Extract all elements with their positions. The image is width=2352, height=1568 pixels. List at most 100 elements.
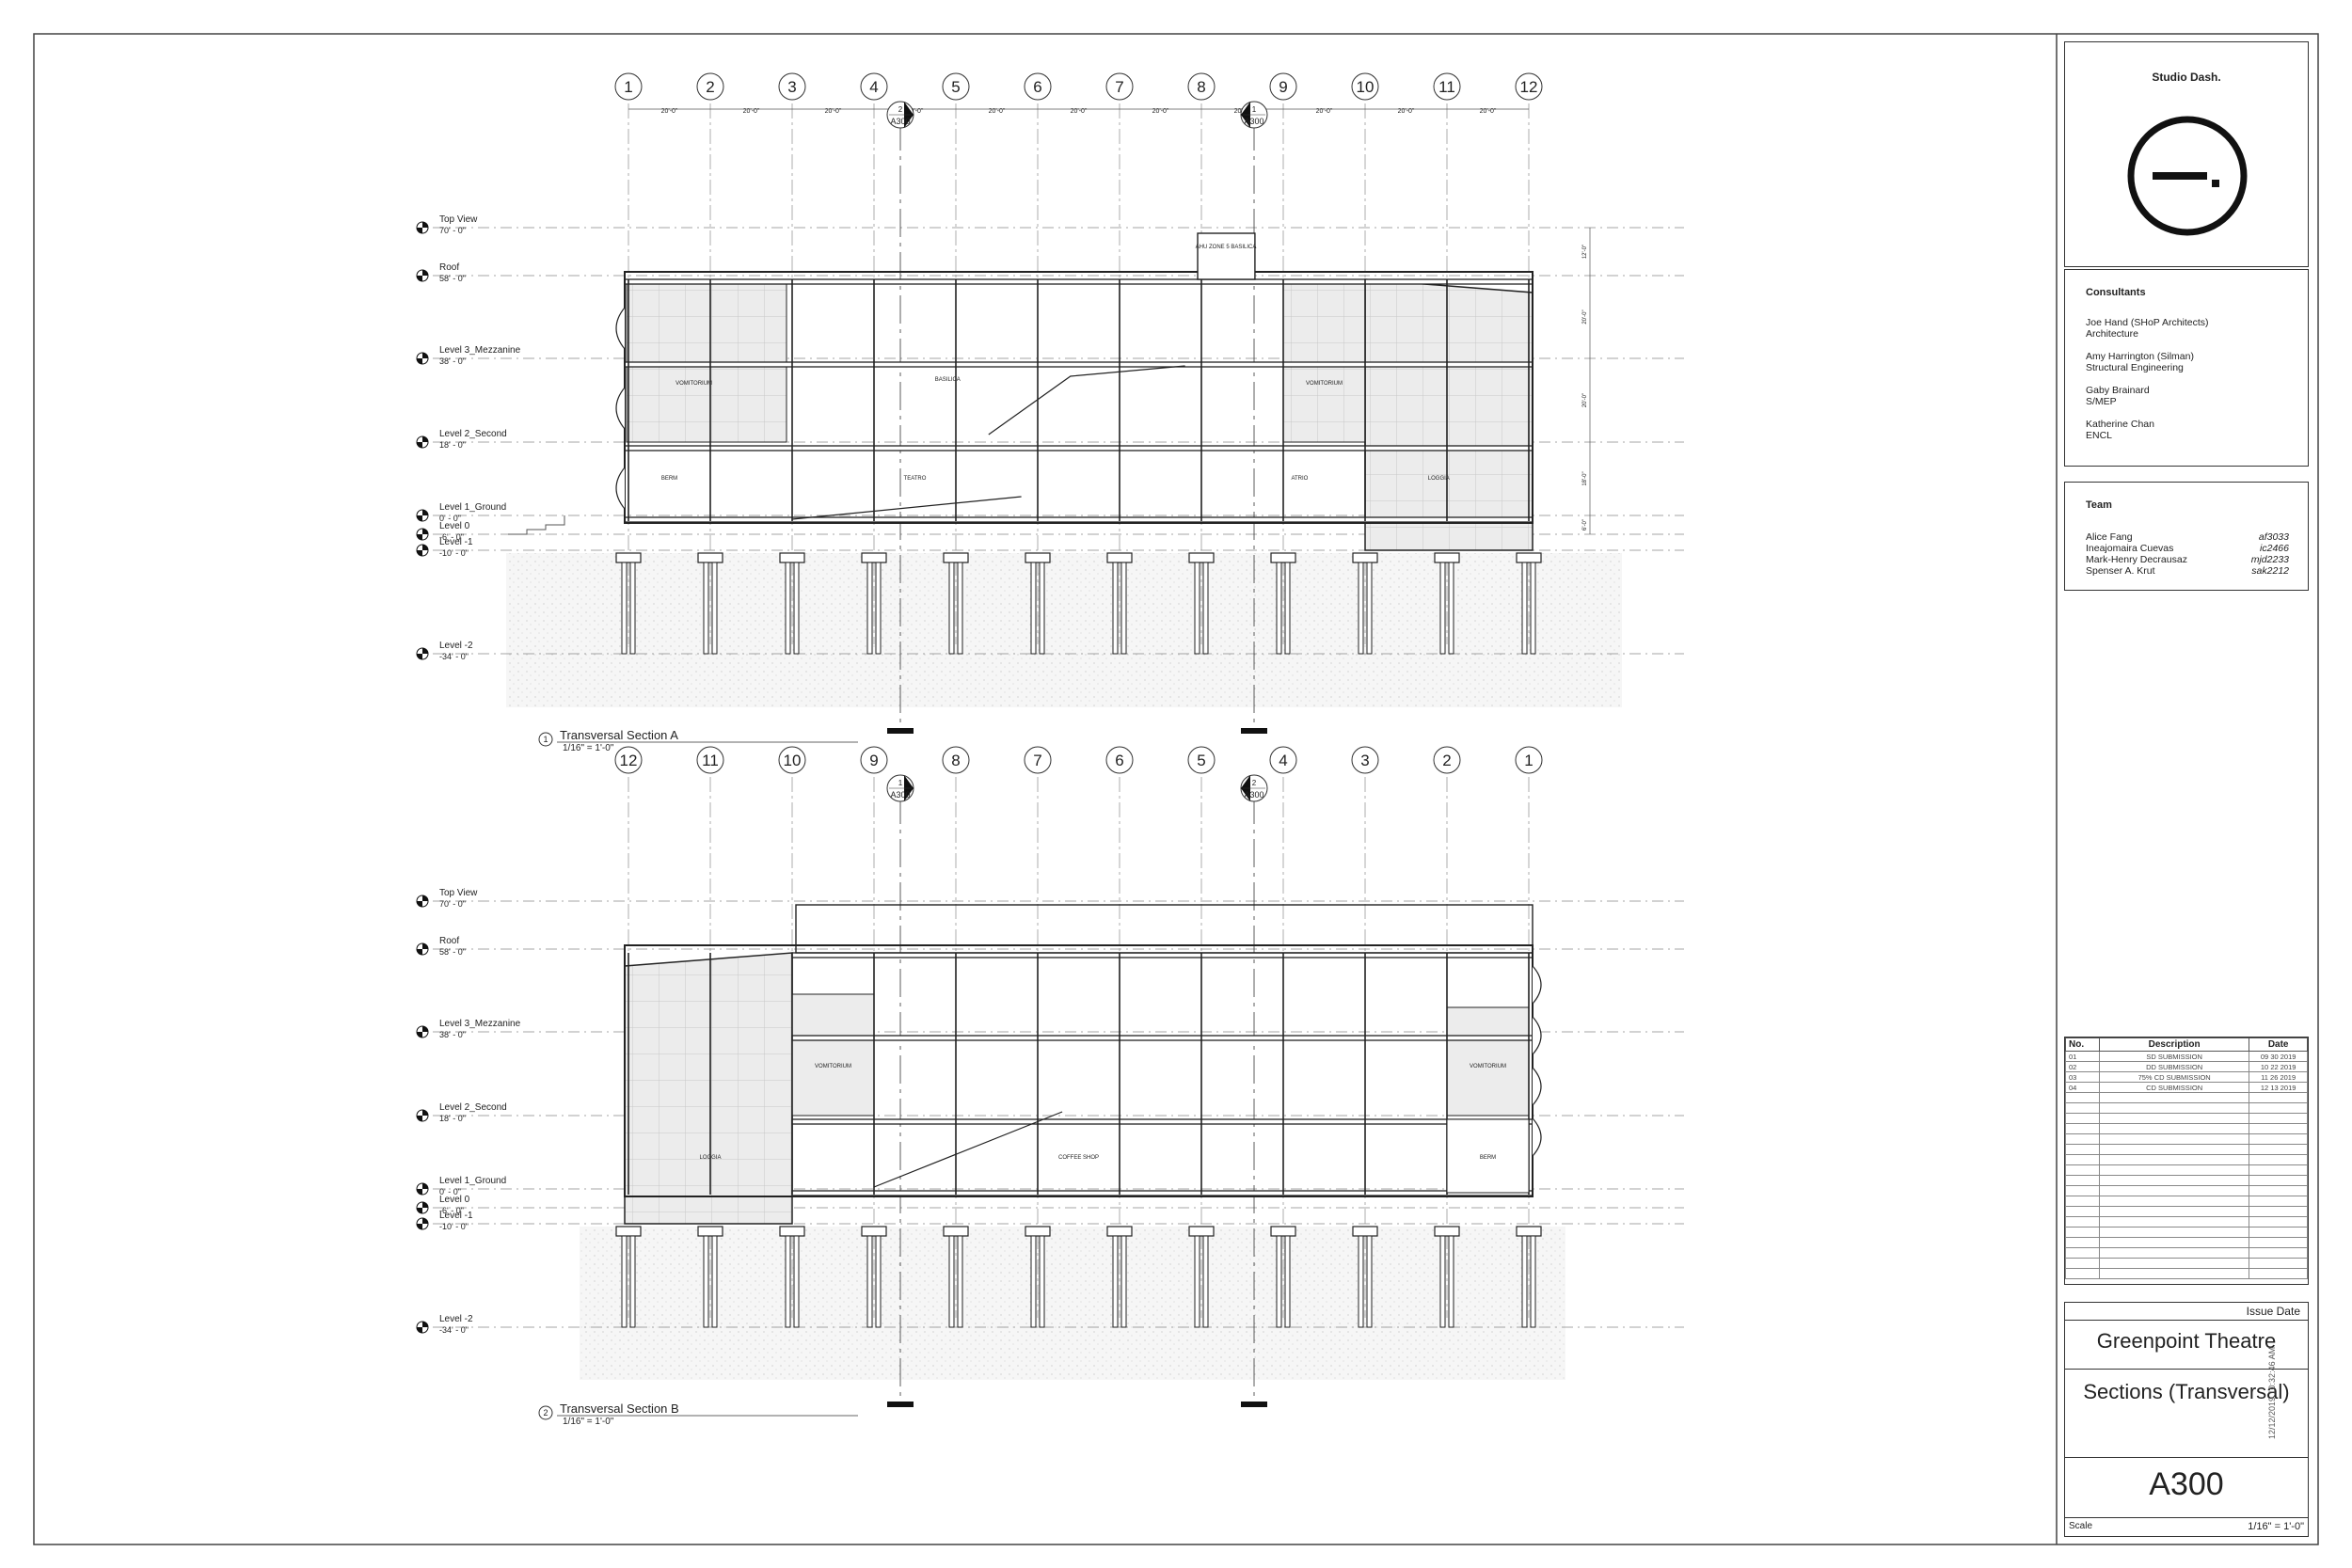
- pile: [1039, 562, 1045, 655]
- revision-cell-date: 11 26 2019: [2249, 1071, 2308, 1083]
- level-target-fill: [417, 895, 428, 907]
- consultant-name: Katherine Chan: [2086, 419, 2154, 430]
- grid-bubble: [1515, 72, 1543, 101]
- revision-row: [2065, 1164, 2308, 1176]
- vertical-dim-text: 12'-0": [1582, 245, 1588, 259]
- revision-cell-no: [2065, 1144, 2100, 1155]
- revision-row: [2065, 1175, 2308, 1186]
- revision-cell-desc: CD SUBMISSION: [2098, 1082, 2250, 1093]
- room-label: ATRIO: [1291, 476, 1308, 482]
- revision-row: [2065, 1258, 2308, 1269]
- revision-cell-desc: SD SUBMISSION: [2098, 1051, 2250, 1062]
- revision-cell-date: [2249, 1216, 2308, 1227]
- revision-cell-desc: [2098, 1164, 2250, 1176]
- stair: [873, 1111, 1063, 1188]
- revision-cell-date: [2249, 1113, 2308, 1124]
- grid-label: 5: [1197, 752, 1205, 769]
- consultant-entry: Amy Harrington (Silman)Structural Engine…: [2086, 351, 2209, 373]
- revision-row: [2065, 1185, 2308, 1196]
- section-marker-sheet: A300: [1244, 790, 1263, 800]
- level-marker: [416, 1025, 429, 1038]
- grid-label: 8: [1197, 78, 1205, 96]
- grid-bubble: [1351, 72, 1379, 101]
- pile-cap: [943, 1226, 969, 1237]
- rev-col-desc: Description: [2098, 1037, 2250, 1052]
- pile: [1284, 1235, 1291, 1328]
- glass-curtain-wall: [1282, 278, 1366, 443]
- view-title: Transversal Section A: [560, 728, 678, 742]
- grid-spacing-dim: 20'-0": [1316, 108, 1333, 115]
- firm-name: Studio Dash.: [2152, 71, 2221, 84]
- room-label: VOMITORIUM: [675, 381, 712, 387]
- revision-cell-date: [2249, 1144, 2308, 1155]
- room-label: LOGGIA: [699, 1155, 721, 1161]
- grid-label: 9: [869, 752, 878, 769]
- section-marker-number: 2: [898, 105, 903, 114]
- level-target-fill: [417, 1026, 428, 1037]
- grid-label: 10: [784, 752, 802, 769]
- level-name: Top View: [439, 214, 478, 225]
- pile: [1030, 562, 1037, 655]
- grid-label: 5: [951, 78, 960, 96]
- section-marker-sheet: A300: [1244, 117, 1263, 126]
- level-target-fill: [417, 1322, 428, 1333]
- level-target-fill: [417, 1202, 428, 1213]
- revision-cell-date: 10 22 2019: [2249, 1061, 2308, 1072]
- pile: [866, 562, 873, 655]
- grid-spacing-dim: 20'-0": [1152, 108, 1169, 115]
- revision-cell-no: [2065, 1196, 2100, 1207]
- pile-cap: [1352, 552, 1378, 563]
- revision-cell-desc: [2098, 1113, 2250, 1124]
- level-elevation: 58' - 0": [439, 274, 466, 283]
- grid-label: 10: [1357, 78, 1375, 96]
- revision-cell-date: [2249, 1247, 2308, 1259]
- revision-row: [2065, 1133, 2308, 1145]
- section-marker-number: 1: [1252, 105, 1257, 114]
- consultant-name: Amy Harrington (Silman): [2086, 351, 2194, 362]
- soil-hatch: [506, 553, 1622, 707]
- soil-hatch: [580, 1227, 1565, 1380]
- pile-cap: [1188, 552, 1215, 563]
- team-member-id: ic2466: [2260, 543, 2289, 554]
- pile: [703, 562, 709, 655]
- level-elevation: -6' - 0": [439, 1206, 464, 1215]
- revision-cell-date: 09 30 2019: [2249, 1051, 2308, 1062]
- room-label: VOMITORIUM: [1470, 1064, 1506, 1069]
- revision-row: [2065, 1123, 2308, 1134]
- revision-row: [2065, 1144, 2308, 1155]
- facade-fin: [1532, 1067, 1542, 1106]
- vomitorium-block: [1446, 1006, 1530, 1117]
- section-marker-number: 2: [1252, 779, 1257, 787]
- floor-slab: [624, 516, 1534, 523]
- pile-cap: [1434, 1226, 1460, 1237]
- pile: [1276, 1235, 1282, 1328]
- pile: [785, 562, 791, 655]
- revision-cell-desc: [2098, 1175, 2250, 1186]
- pile: [621, 562, 628, 655]
- floor-slab: [791, 1190, 1534, 1196]
- revision-row: [2065, 1227, 2308, 1238]
- room-label: TEATRO: [904, 476, 927, 482]
- level-marker: [416, 221, 429, 234]
- level-marker: [416, 1109, 429, 1122]
- revision-cell-desc: [2098, 1092, 2250, 1103]
- facade-fin: [615, 467, 626, 510]
- revision-row: [2065, 1196, 2308, 1207]
- revision-cell-desc: [2098, 1268, 2250, 1279]
- revision-cell-no: [2065, 1175, 2100, 1186]
- revision-cell-desc: DD SUBMISSION: [2098, 1061, 2250, 1072]
- studio-dash-logo-icon: [2127, 116, 2248, 236]
- revision-row: [2065, 1268, 2308, 1279]
- revision-row: [2065, 1216, 2308, 1227]
- room-label: BASILICA: [935, 377, 961, 383]
- facade-fin: [615, 387, 626, 430]
- pile-cap: [1188, 1226, 1215, 1237]
- pile: [711, 562, 718, 655]
- sheet-number: A300: [2149, 1466, 2224, 1502]
- level-name: Level 2_Second: [439, 1102, 507, 1113]
- revision-cell-no: [2065, 1216, 2100, 1227]
- grid-label: 1: [1524, 752, 1533, 769]
